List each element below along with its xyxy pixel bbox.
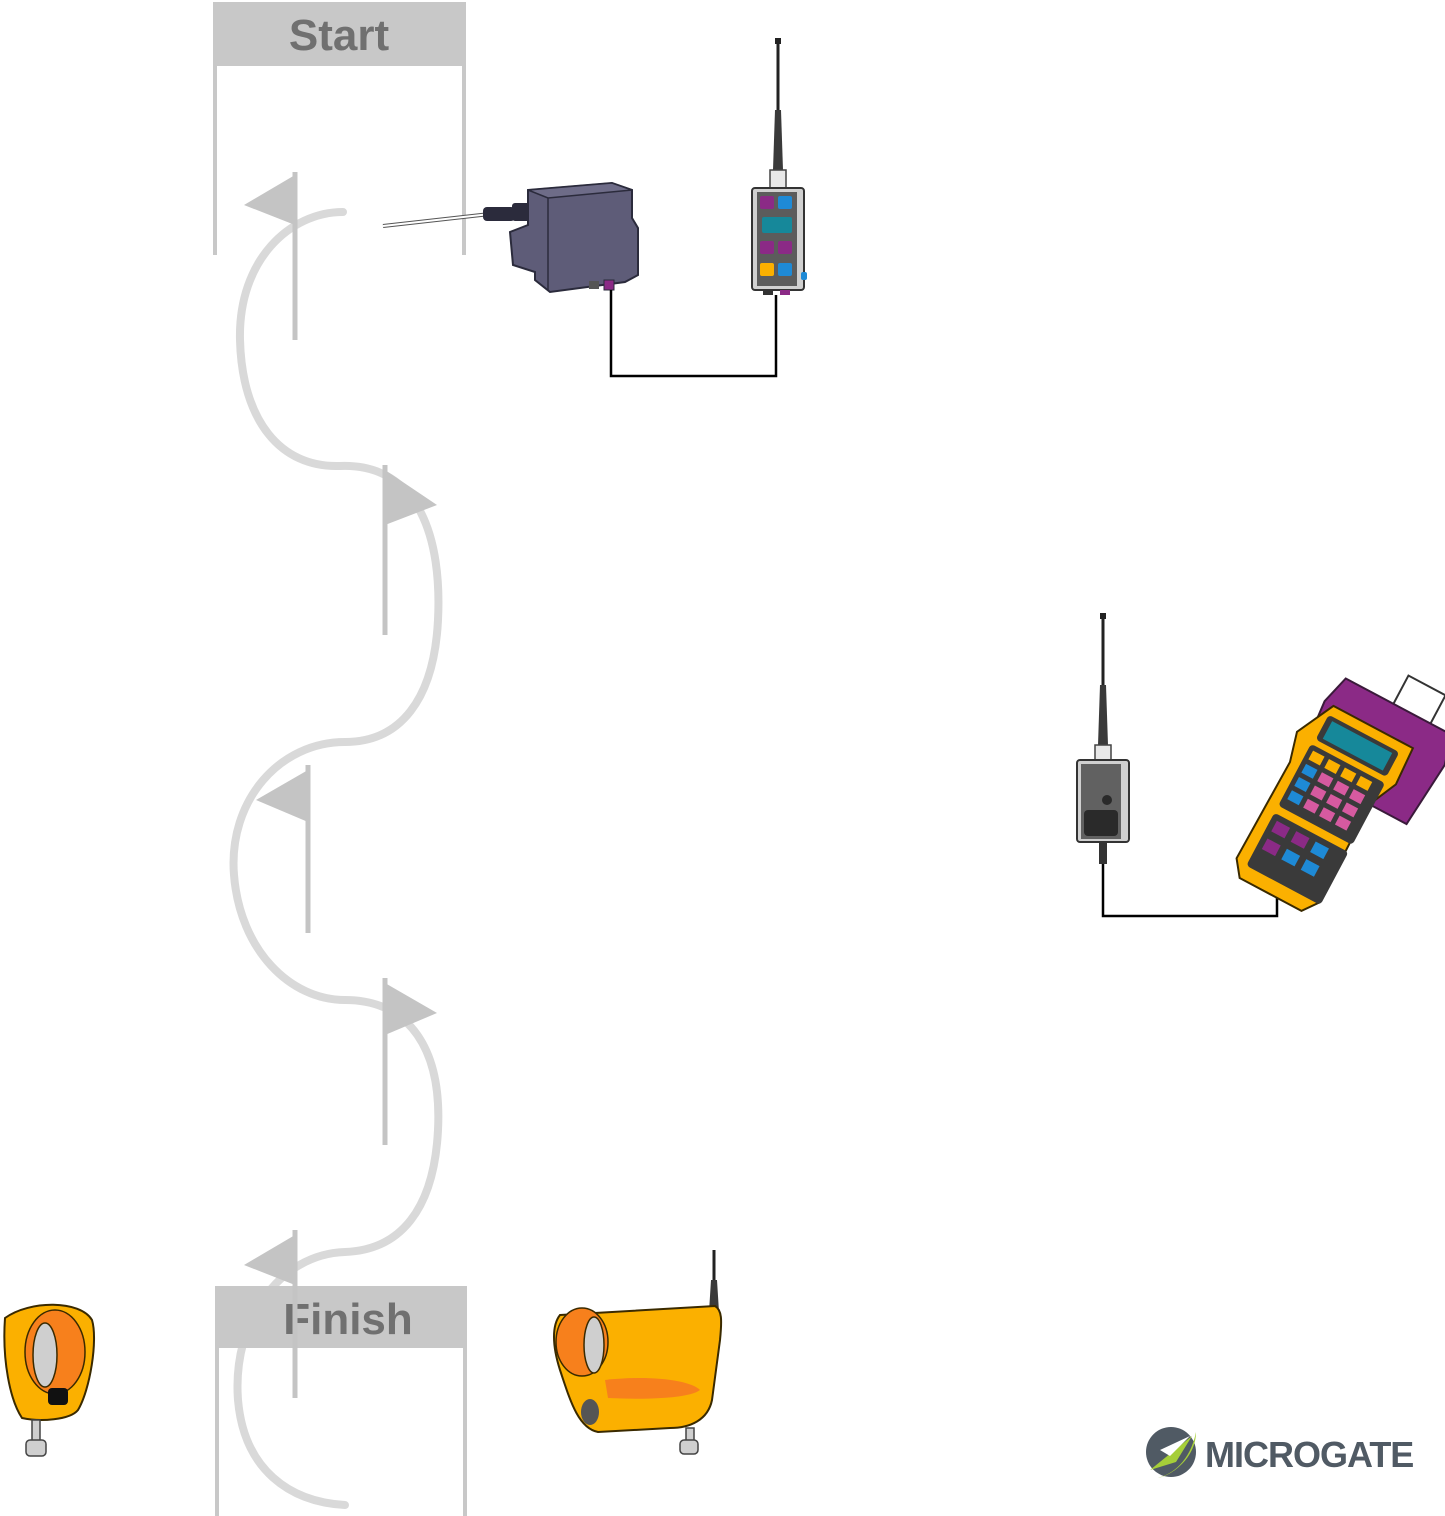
slalom-flag xyxy=(244,1230,298,1398)
photocell-reflector xyxy=(3,1303,95,1457)
finish-banner xyxy=(215,1286,467,1348)
radio-transmitter-top xyxy=(751,38,807,295)
brand-name: MICROGATE xyxy=(1205,1434,1413,1475)
slalom-flag xyxy=(382,978,437,1145)
finish-gate: Finish xyxy=(215,1286,467,1516)
start-banner xyxy=(213,2,466,66)
photocell-transmitter xyxy=(553,1250,723,1455)
start-gate: Start xyxy=(213,2,466,255)
chronometer-printer xyxy=(1235,674,1445,912)
start-label: Start xyxy=(289,11,390,60)
adapter-icon xyxy=(508,181,639,294)
slalom-flag xyxy=(244,172,298,340)
finish-label: Finish xyxy=(283,1295,413,1344)
start-contact-device xyxy=(382,181,639,294)
slalom-flag xyxy=(256,765,311,933)
slalom-flag xyxy=(382,465,437,635)
radio-receiver xyxy=(1076,613,1130,864)
start-cable xyxy=(609,290,778,378)
microgate-logo: MICROGATE xyxy=(1146,1427,1414,1478)
